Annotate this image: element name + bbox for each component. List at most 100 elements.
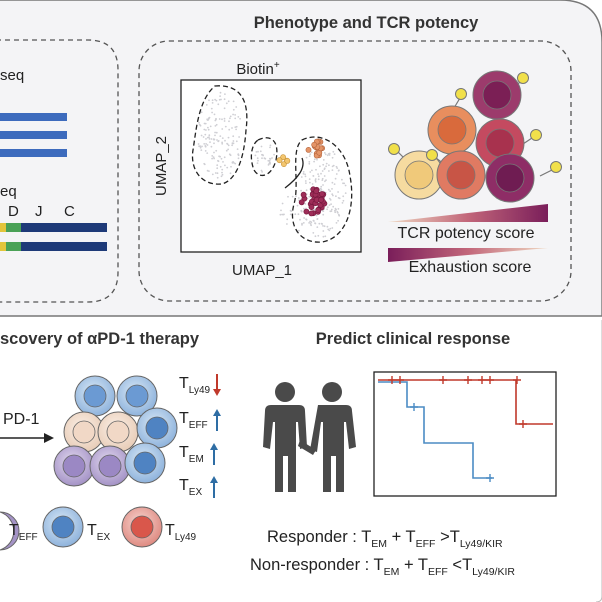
tcr-gene-row-1 [0,223,107,232]
umap-point [302,171,305,173]
umap-highlight-point [313,188,320,195]
umap-point [223,107,226,110]
umap-point [211,157,214,160]
umap-point [331,169,334,172]
umap-point [327,153,330,155]
umap-point [220,157,223,160]
umap-point [235,106,238,108]
umap-point [316,226,319,229]
umap-point [215,123,218,126]
umap-point [203,122,206,125]
umap-point [216,176,219,179]
therapy-arrow-label: PD-1 [3,411,40,428]
umap-point [205,143,208,145]
umap-point [300,189,302,192]
potency-cell-bottom-right [485,153,562,203]
phenotype-panel-title: Phenotype and TCR potency [254,14,479,32]
umap-point [317,178,320,181]
umap-point [328,229,331,232]
umap-point [335,208,337,211]
umap-point [294,213,297,216]
umap-point [207,126,209,129]
umap-point [232,113,235,116]
exhaustion-label: Exhaustion score [409,259,532,276]
umap-point [210,145,213,148]
umap-point [331,156,334,159]
potency-cells [388,70,562,203]
umap-point [235,125,238,128]
umap-point [326,154,329,157]
umap-point [256,162,259,165]
umap-point [308,178,311,181]
umap-point [198,121,200,124]
umap-point [322,213,325,216]
umap-point [232,135,235,138]
umap-point [260,145,263,148]
umap-point [311,183,314,185]
umap-point [305,182,307,185]
umap-highlight-point [308,210,315,217]
umap-point [220,175,223,178]
umap-point [286,223,288,225]
umap-point [267,164,270,166]
umap-point [219,91,222,94]
umap-point [232,140,235,142]
umap-point [232,100,235,103]
umap-point [215,117,217,120]
umap-point [210,107,213,110]
nonresponder-curve [378,381,492,479]
legend-item-ex: TEX [42,506,110,548]
umap-point [309,171,312,173]
umap-point [201,145,203,148]
umap-point [205,104,208,106]
umap-highlight-point [318,196,324,203]
cell-eff-1 [74,375,116,417]
umap-point [305,156,308,159]
umap-point [213,138,215,141]
umap-point [344,192,347,195]
svg-text:TEX: TEX [87,522,110,543]
read-bar-2 [0,131,67,139]
umap-point [254,154,257,157]
umap-point [267,159,270,162]
umap-point [317,175,320,178]
umap-point [322,225,324,227]
umap-point [312,175,315,177]
umap-point [257,150,259,153]
umap-point [206,136,209,139]
umap-point [335,173,338,175]
umap-point [202,136,205,138]
umap-point [200,111,203,114]
umap-point [335,222,338,224]
umap-point [208,138,211,140]
umap-point [225,149,228,152]
umap-highlight-point [284,157,291,164]
therapy-arrowhead [44,433,54,443]
umap-point [271,157,273,159]
umap-point [334,177,337,180]
umap-colored-cells [276,138,328,217]
subset-label: TEM [179,444,204,465]
umap-point [234,162,237,165]
arrowhead [210,476,218,483]
umap-point [261,157,263,160]
umap-cluster-outline-1 [191,85,248,185]
umap-point [291,195,294,198]
umap-point [231,161,234,164]
cell-em-2 [89,445,131,487]
umap-point [317,234,320,237]
umap-point [232,108,235,111]
umap-point [221,128,224,130]
umap-point [337,219,339,222]
umap-highlight-point [298,199,305,206]
segment-c-label: C [64,203,75,220]
umap-point [302,222,305,224]
umap-point [230,165,232,168]
umap-point [221,142,224,145]
umap-point [227,144,230,147]
umap-point [308,155,311,158]
umap-point [221,118,223,121]
umap-point [331,165,334,168]
umap-point [213,157,216,160]
umap-point [226,166,229,169]
